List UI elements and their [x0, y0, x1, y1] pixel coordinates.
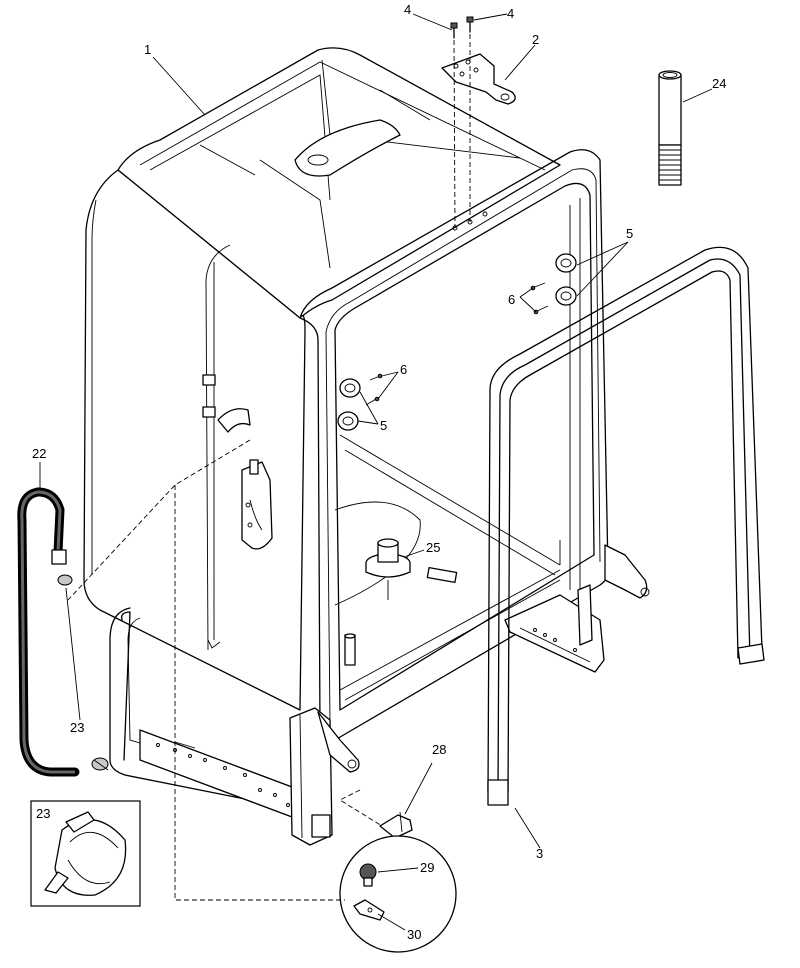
roller-assemblies	[337, 253, 577, 431]
bracket-part-2	[441, 53, 516, 105]
callout-leaders	[39, 13, 713, 931]
inset-box-part-23	[30, 800, 141, 907]
callout-5-upper: 5	[626, 226, 633, 241]
callout-22: 22	[32, 446, 46, 461]
callout-4-right: 4	[507, 6, 514, 21]
callout-2: 2	[532, 32, 539, 47]
callout-3: 3	[536, 846, 543, 861]
callout-6-upper: 6	[508, 292, 515, 307]
tub-floor	[334, 501, 458, 666]
clamp-part-23	[57, 574, 109, 771]
callout-25: 25	[426, 540, 440, 555]
dashed-leaders	[67, 439, 383, 901]
clip-part-28	[379, 811, 413, 839]
tub-front-frame	[299, 149, 650, 742]
door-gasket-part-3	[487, 246, 765, 806]
callout-24: 24	[712, 76, 726, 91]
screws-part-4	[450, 16, 474, 39]
callout-labels: 1 2 3 4 4 5 5 6 6 22 23 23 24 25 28 29 3…	[32, 2, 726, 942]
callout-30: 30	[407, 927, 421, 942]
callout-23-hose: 23	[70, 720, 84, 735]
callout-5-lower: 5	[380, 418, 387, 433]
callout-28: 28	[432, 742, 446, 757]
callout-1: 1	[144, 42, 151, 57]
base-frame	[109, 607, 360, 846]
drain-hose-part-22	[17, 487, 80, 777]
callout-4-left: 4	[404, 2, 411, 17]
callout-23-inset: 23	[36, 806, 50, 821]
callout-29: 29	[420, 860, 434, 875]
inset-circle-29-30	[339, 835, 457, 953]
tub-part-1	[83, 47, 561, 711]
hose-part-24	[658, 70, 682, 186]
callout-6-lower: 6	[400, 362, 407, 377]
